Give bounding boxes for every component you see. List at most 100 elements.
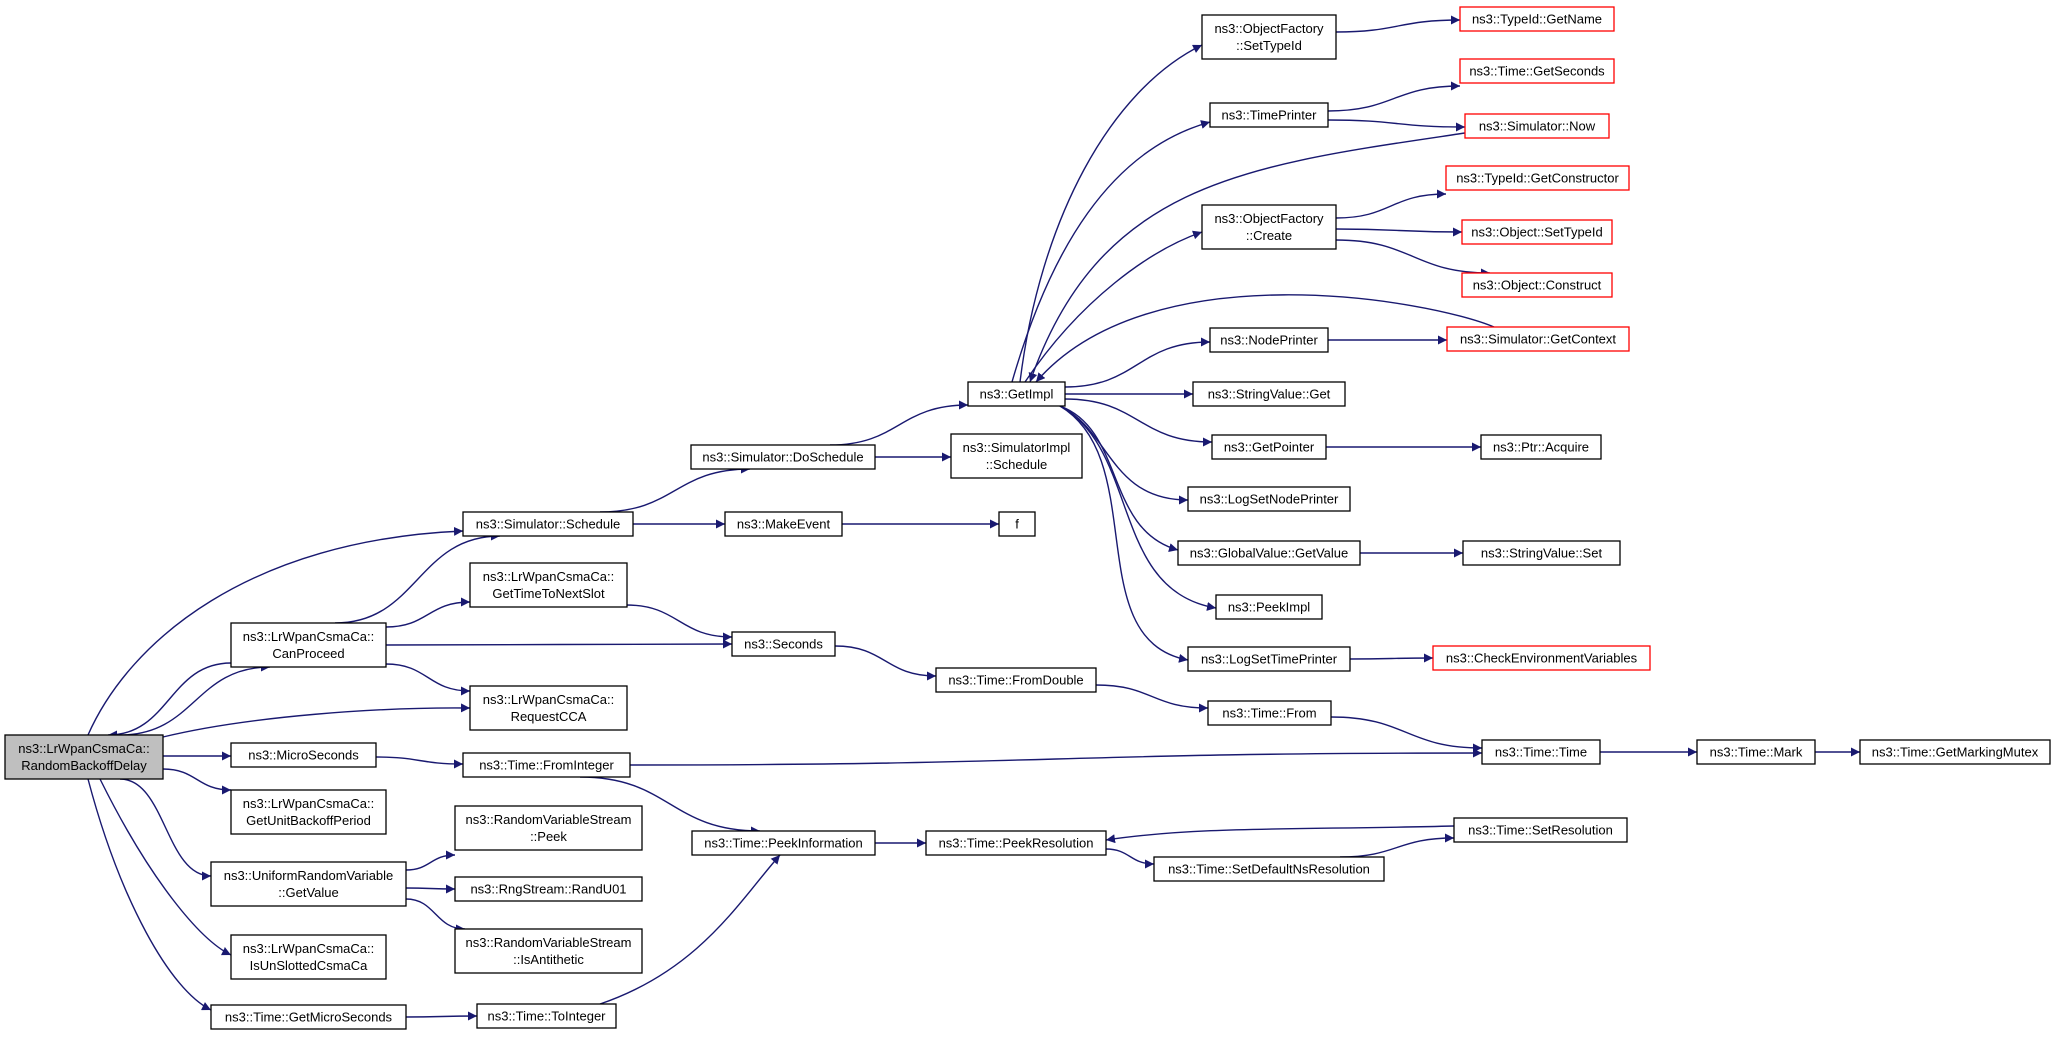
node-box[interactable]: [691, 830, 876, 856]
function-node-peekimpl[interactable]: ns3::PeekImpl: [1215, 594, 1323, 620]
node-box[interactable]: [1187, 486, 1351, 512]
node-box[interactable]: [1461, 219, 1613, 245]
node-box[interactable]: [462, 511, 634, 537]
function-node-time-peekres[interactable]: ns3::Time::PeekResolution: [925, 830, 1107, 856]
function-node-object-construct[interactable]: ns3::Object::Construct: [1461, 272, 1613, 298]
function-node-time-setdefaultns[interactable]: ns3::Time::SetDefaultNsResolution: [1153, 856, 1385, 882]
function-node-stringvalue-set[interactable]: ns3::StringValue::Set: [1462, 540, 1621, 566]
function-node-rvs-peek[interactable]: ns3::RandomVariableStream::Peek: [454, 805, 643, 851]
function-node-of-create[interactable]: ns3::ObjectFactory::Create: [1201, 204, 1337, 250]
node-box[interactable]: [935, 667, 1097, 693]
node-box[interactable]: [1445, 165, 1630, 191]
node-box[interactable]: [1209, 327, 1329, 353]
node-box[interactable]: [731, 631, 836, 657]
function-node-checkenv[interactable]: ns3::CheckEnvironmentVariables: [1432, 645, 1651, 671]
function-node-simimpl-schedule[interactable]: ns3::SimulatorImpl::Schedule: [950, 433, 1083, 479]
node-box[interactable]: [967, 381, 1066, 407]
node-box[interactable]: [469, 562, 628, 608]
function-node-of-settypeid[interactable]: ns3::ObjectFactory::SetTypeId: [1201, 14, 1337, 60]
node-box[interactable]: [454, 928, 643, 974]
node-box[interactable]: [690, 444, 876, 470]
node-box[interactable]: [210, 861, 407, 907]
function-node-timeprinter[interactable]: ns3::TimePrinter: [1209, 102, 1329, 128]
function-node-getimpl[interactable]: ns3::GetImpl: [967, 381, 1066, 407]
function-node-rvs-isantithetic[interactable]: ns3::RandomVariableStream::IsAntithetic: [454, 928, 643, 974]
function-node-getunitbackoff[interactable]: ns3::LrWpanCsmaCa::GetUnitBackoffPeriod: [230, 789, 387, 835]
function-node-object-settypeid[interactable]: ns3::Object::SetTypeId: [1461, 219, 1613, 245]
node-box[interactable]: [1453, 817, 1628, 843]
function-node-getpointer[interactable]: ns3::GetPointer: [1211, 434, 1327, 460]
function-node-urv-getvalue[interactable]: ns3::UniformRandomVariable::GetValue: [210, 861, 407, 907]
node-box[interactable]: [1461, 272, 1613, 298]
function-node-requestcca[interactable]: ns3::LrWpanCsmaCa::RequestCCA: [469, 685, 628, 731]
node-box[interactable]: [1446, 326, 1630, 352]
function-node-time-getseconds[interactable]: ns3::Time::GetSeconds: [1459, 58, 1615, 84]
function-node-logsettimeprinter[interactable]: ns3::LogSetTimePrinter: [1187, 646, 1351, 672]
node-box[interactable]: [1459, 58, 1615, 84]
node-box[interactable]: [950, 433, 1083, 479]
function-node-typeid-getconstructor[interactable]: ns3::TypeId::GetConstructor: [1445, 165, 1630, 191]
function-node-sim-now[interactable]: ns3::Simulator::Now: [1464, 113, 1610, 139]
function-node-canproceed[interactable]: ns3::LrWpanCsmaCa::CanProceed: [230, 622, 387, 668]
node-box[interactable]: [1201, 204, 1337, 250]
node-box[interactable]: [230, 622, 387, 668]
function-node-time-from[interactable]: ns3::Time::From: [1207, 700, 1332, 726]
function-node-sim-doschedule[interactable]: ns3::Simulator::DoSchedule: [690, 444, 876, 470]
node-box[interactable]: [1187, 646, 1351, 672]
node-box[interactable]: [1207, 700, 1332, 726]
function-node-isunslotted[interactable]: ns3::LrWpanCsmaCa::IsUnSlottedCsmaCa: [230, 934, 387, 980]
node-box[interactable]: [454, 805, 643, 851]
function-node-time-setresolution[interactable]: ns3::Time::SetResolution: [1453, 817, 1628, 843]
function-node-nodeprinter[interactable]: ns3::NodePrinter: [1209, 327, 1329, 353]
node-box[interactable]: [1859, 739, 2051, 765]
function-node-sim-schedule[interactable]: ns3::Simulator::Schedule: [462, 511, 634, 537]
function-node-time-frominteger[interactable]: ns3::Time::FromInteger: [462, 752, 631, 778]
function-node-time-getmarkingmutex[interactable]: ns3::Time::GetMarkingMutex: [1859, 739, 2051, 765]
node-box[interactable]: [210, 1004, 407, 1030]
function-node-sim-getcontext[interactable]: ns3::Simulator::GetContext: [1446, 326, 1630, 352]
node-box[interactable]: [1696, 739, 1816, 765]
function-node-seconds[interactable]: ns3::Seconds: [731, 631, 836, 657]
node-box[interactable]: [1209, 102, 1329, 128]
node-box[interactable]: [1177, 540, 1361, 566]
function-node-time-tointeger[interactable]: ns3::Time::ToInteger: [476, 1003, 617, 1029]
node-box[interactable]: [1432, 645, 1651, 671]
node-box[interactable]: [1480, 434, 1602, 460]
node-box[interactable]: [998, 511, 1036, 537]
function-node-makeevent[interactable]: ns3::MakeEvent: [724, 511, 843, 537]
node-box[interactable]: [462, 752, 631, 778]
function-node-gettimetonextslot[interactable]: ns3::LrWpanCsmaCa::GetTimeToNextSlot: [469, 562, 628, 608]
function-node-gv-getvalue[interactable]: ns3::GlobalValue::GetValue: [1177, 540, 1361, 566]
node-box[interactable]: [4, 734, 164, 780]
node-box[interactable]: [230, 742, 377, 768]
node-box[interactable]: [1462, 540, 1621, 566]
node-box[interactable]: [469, 685, 628, 731]
node-box[interactable]: [1459, 6, 1615, 32]
function-node-f[interactable]: f: [998, 511, 1036, 537]
function-node-time-time[interactable]: ns3::Time::Time: [1481, 739, 1601, 765]
function-node-time-fromdouble[interactable]: ns3::Time::FromDouble: [935, 667, 1097, 693]
node-box[interactable]: [925, 830, 1107, 856]
function-node-typeid-getname[interactable]: ns3::TypeId::GetName: [1459, 6, 1615, 32]
function-node-rng-randu01[interactable]: ns3::RngStream::RandU01: [454, 876, 643, 902]
function-node-microseconds[interactable]: ns3::MicroSeconds: [230, 742, 377, 768]
function-node-time-peekinfo[interactable]: ns3::Time::PeekInformation: [691, 830, 876, 856]
node-box[interactable]: [230, 934, 387, 980]
node-box[interactable]: [1153, 856, 1385, 882]
function-node-time-getmicro[interactable]: ns3::Time::GetMicroSeconds: [210, 1004, 407, 1030]
function-node-root[interactable]: ns3::LrWpanCsmaCa::RandomBackoffDelay: [4, 734, 164, 780]
node-box[interactable]: [476, 1003, 617, 1029]
node-box[interactable]: [1192, 381, 1346, 407]
node-box[interactable]: [230, 789, 387, 835]
node-box[interactable]: [1215, 594, 1323, 620]
node-box[interactable]: [724, 511, 843, 537]
function-node-ptr-acquire[interactable]: ns3::Ptr::Acquire: [1480, 434, 1602, 460]
node-box[interactable]: [1201, 14, 1337, 60]
function-node-logsetnodeprinter[interactable]: ns3::LogSetNodePrinter: [1187, 486, 1351, 512]
function-node-stringvalue-get[interactable]: ns3::StringValue::Get: [1192, 381, 1346, 407]
node-box[interactable]: [454, 876, 643, 902]
node-box[interactable]: [1211, 434, 1327, 460]
node-box[interactable]: [1464, 113, 1610, 139]
node-box[interactable]: [1481, 739, 1601, 765]
function-node-time-mark[interactable]: ns3::Time::Mark: [1696, 739, 1816, 765]
